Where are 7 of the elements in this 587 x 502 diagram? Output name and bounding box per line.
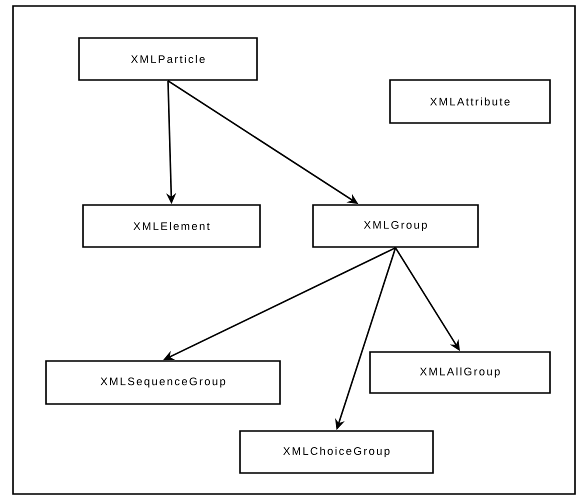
class-box: XMLSequenceGroup	[45, 360, 281, 405]
class-box: XMLChoiceGroup	[239, 430, 434, 474]
class-box: XMLAllGroup	[369, 351, 551, 394]
class-box: XMLElement	[82, 204, 261, 248]
class-box: XMLGroup	[312, 204, 479, 248]
class-box: XMLParticle	[78, 37, 258, 81]
class-box: XMLAttribute	[389, 79, 551, 124]
